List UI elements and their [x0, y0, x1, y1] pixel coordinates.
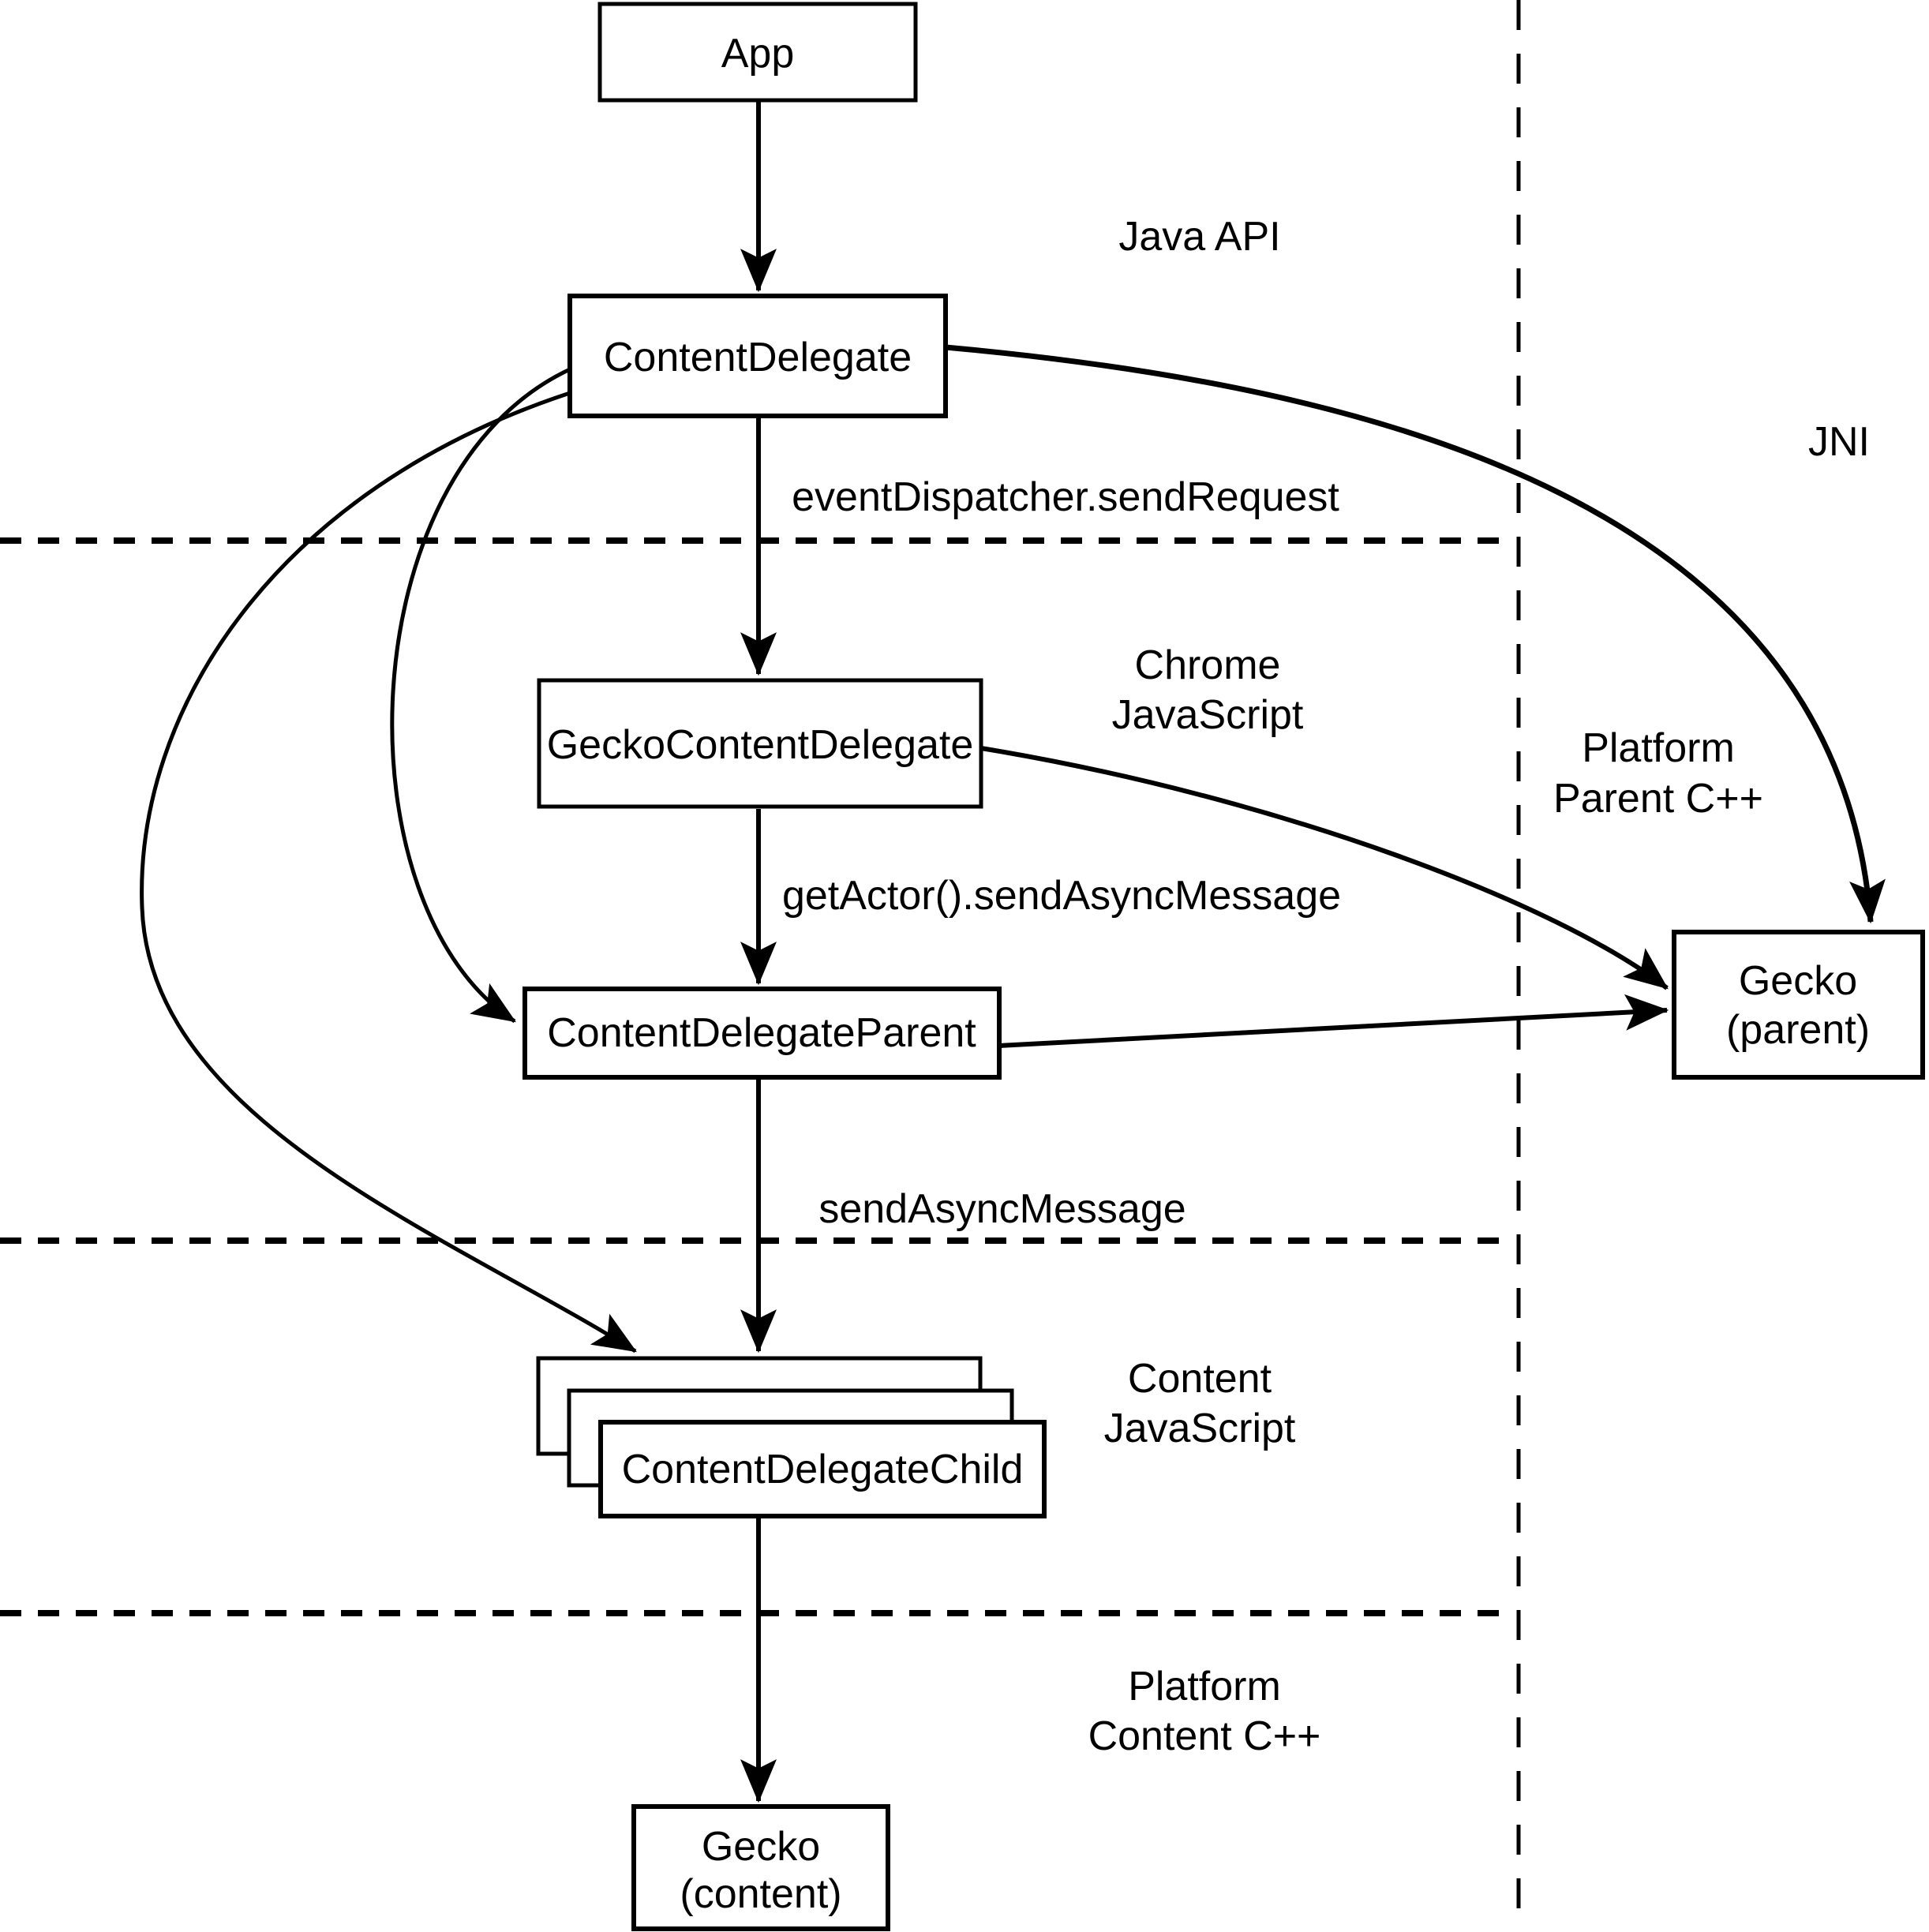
zone-label-content-js-line2: JavaScript — [1104, 1406, 1296, 1451]
contentdelegatechild-node-label: ContentDelegateChild — [622, 1447, 1024, 1492]
zone-label-java-api: Java API — [1118, 214, 1280, 260]
arrow-jni-contentdelegate-to-geckoparent — [945, 344, 1886, 924]
geckoparent-node-label-line1: Gecko — [1739, 958, 1857, 1004]
edge-label-jni: JNI — [1808, 419, 1870, 465]
zone-label-platform-parent-line1: Platform — [1582, 725, 1735, 771]
contentdelegateparent-node-label: ContentDelegateParent — [547, 1010, 976, 1056]
arrow-contentdelegate-to-contentdelegatechild-curve — [140, 391, 637, 1354]
geckoparent-node — [1672, 930, 1925, 1080]
zone-label-chrome-js-line1: Chrome — [1135, 642, 1281, 688]
arrow-contentdelegateparent-to-geckoparent — [998, 994, 1669, 1048]
arrow-geckocontentdelegate-to-geckoparent — [980, 746, 1669, 990]
geckocontentdelegate-node-label: GeckoContentDelegate — [547, 722, 974, 768]
arrow-contentdelegate-to-contentdelegateparent-curve — [390, 367, 571, 1024]
zone-label-platform-content-line2: Content C++ — [1088, 1713, 1321, 1759]
edge-label-eventdispatcher: eventDispatcher.sendRequest — [792, 474, 1339, 520]
edge-label-getactor: getActor().sendAsyncMessage — [782, 873, 1341, 919]
zone-label-content-js-line1: Content — [1128, 1356, 1272, 1402]
contentdelegatechild-node-front — [598, 1420, 1047, 1518]
contentdelegateparent-node — [523, 987, 1002, 1080]
contentdelegate-node-label: ContentDelegate — [604, 335, 912, 380]
zone-label-platform-parent-line2: Parent C++ — [1553, 776, 1763, 822]
app-node-label: App — [721, 31, 795, 77]
geckocontent-node — [631, 1804, 890, 1931]
geckoparent-node-label-line2: (parent) — [1726, 1007, 1870, 1053]
geckocontentdelegate-node — [537, 678, 983, 809]
contentdelegate-node — [567, 294, 948, 418]
app-node — [597, 2, 918, 103]
geckocontent-node-label-line2: (content) — [680, 1871, 841, 1917]
zone-label-platform-content-line1: Platform — [1128, 1664, 1281, 1709]
edge-label-sendasyncmessage: sendAsyncMessage — [818, 1186, 1185, 1232]
geckocontent-node-label-line1: Gecko — [702, 1824, 820, 1870]
zone-label-chrome-js-line2: JavaScript — [1112, 692, 1304, 738]
